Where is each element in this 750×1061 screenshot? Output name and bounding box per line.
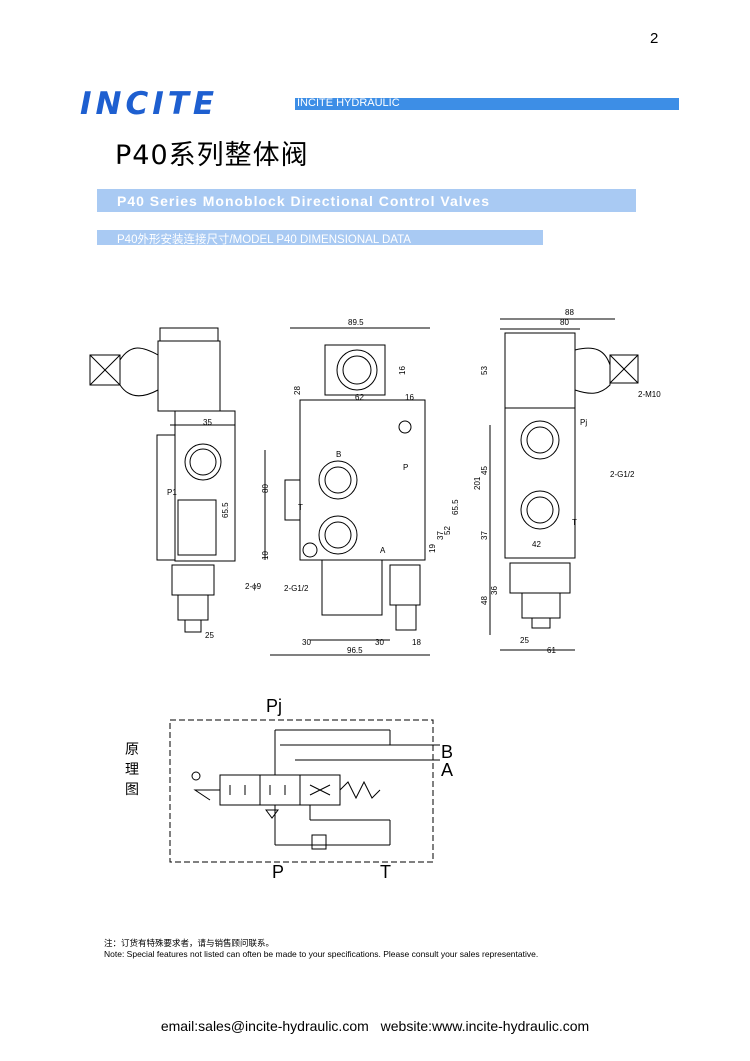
dim-62: 62 [355, 393, 364, 402]
left-side-view [89, 327, 236, 633]
dim-16-side: 16 [398, 366, 407, 375]
dim-201: 201 [473, 476, 482, 490]
company-logo: INCITE [80, 86, 219, 122]
schematic-port-pj: Pj [266, 696, 283, 716]
dim-25-right: 25 [520, 636, 529, 645]
dim-18: 18 [412, 638, 421, 647]
right-side-view [489, 318, 639, 651]
dim-89-5: 89.5 [348, 318, 364, 327]
schematic-label: 原理图 [125, 742, 139, 798]
schematic-port-t: T [380, 862, 391, 882]
label-m10: 2-M10 [638, 390, 661, 399]
note-chinese: 注：订货有特殊要求者，请与销售顾问联系。 [104, 939, 275, 949]
dim-37-right: 37 [480, 531, 489, 540]
page-number: 2 [650, 30, 659, 47]
model-subtitle-band: P40外形安装连接尺寸/MODEL P40 DIMENSIONAL DATA [97, 230, 543, 246]
dim-45: 45 [480, 466, 489, 475]
dim-65-5-front: 65.5 [451, 499, 460, 515]
port-label-a: A [380, 546, 386, 555]
front-view [264, 327, 430, 656]
dim-10: 10 [261, 551, 270, 560]
series-title: P40 Series Monoblock Directional Control… [117, 193, 490, 209]
dim-37: 37 [436, 531, 445, 540]
port-label-b: B [336, 450, 341, 459]
footer-contact: email:sales@incite-hydraulic.com website… [0, 1018, 750, 1034]
label-g12-right: 2-G1/2 [610, 470, 635, 479]
label-pj: Pj [580, 418, 587, 427]
label-port-g12: 2-G1/2 [284, 584, 309, 593]
dim-53: 53 [480, 366, 489, 375]
dim-80-right: 80 [560, 318, 569, 327]
dim-88: 88 [565, 308, 574, 317]
schematic-port-a: A [441, 760, 454, 780]
page-title: P40系列整体阀 [115, 140, 309, 171]
port-label-p: P [403, 463, 408, 472]
brand-bar-text: INCITE HYDRAULIC [297, 97, 400, 109]
dim-42: 42 [532, 540, 541, 549]
dim-16-top: 16 [405, 393, 414, 402]
footer-website[interactable]: website:www.incite-hydraulic.com [380, 1018, 590, 1034]
dim-48: 48 [480, 596, 489, 605]
model-subtitle: P40外形安装连接尺寸/MODEL P40 DIMENSIONAL DATA [117, 234, 411, 246]
port-label-t: T [298, 503, 303, 512]
dim-65-5: 65.5 [221, 502, 230, 518]
dim-52: 52 [443, 526, 452, 535]
dim-30-b: 30 [375, 638, 384, 647]
dimensional-drawing: 35 65.5 25 P1 2-ϕ9 89.5 62 16 16 28 80 1… [89, 308, 661, 656]
dim-30-a: 30 [302, 638, 311, 647]
label-hole: 2-ϕ9 [245, 582, 262, 591]
note-english: Note: Special features not listed can of… [104, 949, 539, 959]
hydraulic-schematic [169, 719, 440, 863]
series-title-band: P40 Series Monoblock Directional Control… [97, 189, 636, 212]
dim-36: 36 [490, 586, 499, 595]
footer-email[interactable]: email:sales@incite-hydraulic.com [160, 1018, 369, 1034]
port-label-t-right: T [572, 518, 577, 527]
dim-28: 28 [293, 386, 302, 395]
dim-96-5: 96.5 [347, 646, 363, 655]
dim-35: 35 [203, 418, 212, 427]
label-p1: P1 [167, 488, 177, 497]
dim-80: 80 [261, 484, 270, 493]
dim-19: 19 [428, 544, 437, 553]
schematic-port-b: B [441, 742, 454, 762]
schematic-port-p: P [272, 862, 285, 882]
brand-bar: INCITE HYDRAULIC [295, 97, 679, 110]
dim-25: 25 [205, 631, 214, 640]
dim-61: 61 [547, 646, 556, 655]
